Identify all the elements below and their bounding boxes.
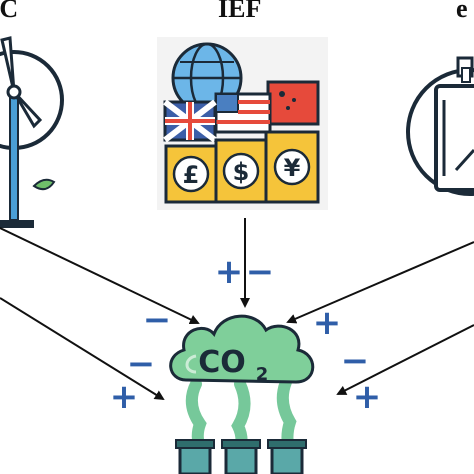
sign-left-mid: −: [127, 344, 156, 384]
co2-subscript: 2: [256, 364, 269, 385]
arrow-right-upper: [286, 241, 474, 324]
label-left: EC: [0, 0, 19, 23]
pound-sign: £: [183, 161, 200, 189]
wind-turbine-icon: [0, 36, 64, 228]
chimneys: [175, 439, 307, 474]
sign-right-lower: +: [353, 377, 382, 417]
yen-sign: ¥: [284, 154, 301, 182]
arrow-right-lower: [336, 324, 474, 395]
sign-right-upper: +: [313, 303, 342, 343]
document-chart-icon: [406, 56, 474, 196]
sign-left-lower: +: [110, 377, 139, 417]
arrows: [0, 218, 474, 401]
sign-right-mid: −: [341, 341, 370, 381]
sign-mid-minus: −: [246, 252, 275, 292]
dollar-sign: $: [233, 158, 250, 186]
currency-flags-globe-icon: £ $ ¥: [157, 37, 328, 210]
arrow-left-upper: [0, 227, 200, 325]
sign-left-upper: −: [143, 300, 172, 340]
label-ief: IEF: [218, 0, 262, 23]
label-right: e: [456, 0, 468, 23]
arrow-left-lower: [0, 297, 165, 401]
co2-text: CO: [198, 345, 246, 380]
co2-factory-cloud-icon: CO 2: [169, 314, 315, 474]
sign-mid-plus: +: [215, 252, 244, 292]
